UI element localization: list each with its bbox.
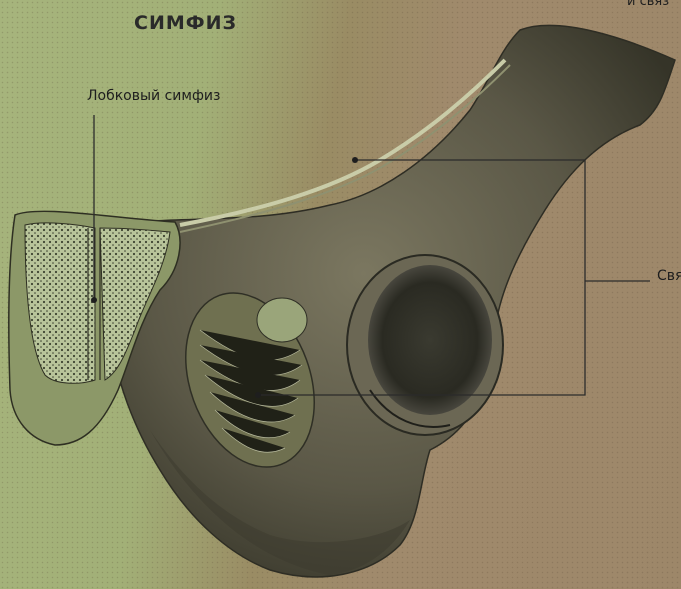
- page-title: СИМФИЗ: [134, 12, 237, 34]
- symphysis-marker: [91, 297, 97, 303]
- label-ligaments: Свя: [657, 268, 681, 284]
- membrane-marker: [255, 392, 261, 398]
- label-pubic-symphysis: Лобковый симфиз: [87, 88, 220, 104]
- label-top-right: и связ: [627, 0, 669, 9]
- ligament-marker: [352, 157, 358, 163]
